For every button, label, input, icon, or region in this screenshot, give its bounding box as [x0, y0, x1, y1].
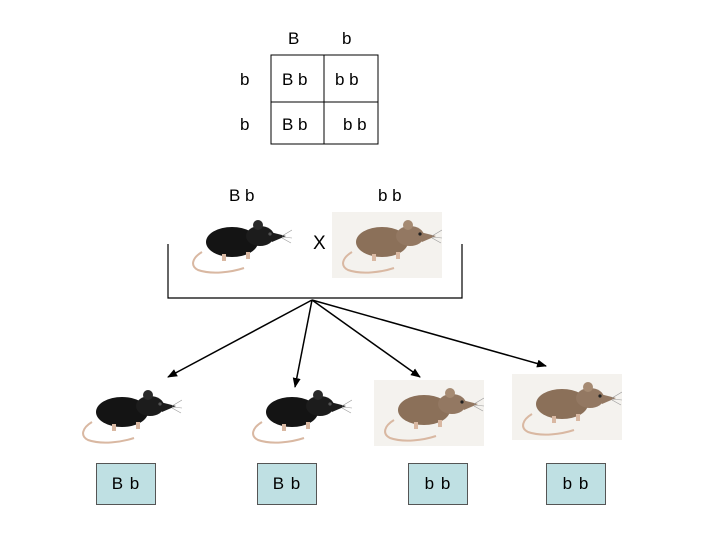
parent-left-genotype: B b	[229, 186, 255, 205]
offspring-4-genotype: b b	[546, 463, 606, 505]
cross-symbol: X	[313, 233, 326, 254]
parent-right-genotype: b b	[378, 186, 402, 205]
offspring-2-genotype: B b	[257, 463, 317, 505]
offspring-1-genotype: B b	[96, 463, 156, 505]
punnett-cell-1-2: b b	[335, 70, 359, 89]
brown-rat-offspring-4-image	[512, 374, 622, 440]
parent-bracket	[167, 244, 463, 299]
punnett-row-header-1: b	[240, 70, 250, 89]
black-rat-offspring-2-image	[252, 390, 352, 444]
brown-rat-offspring-3-image	[374, 380, 484, 446]
brown-rat-parent-image	[332, 212, 442, 278]
punnett-row-header-2: b	[240, 115, 250, 134]
punnett-cell-1-1: B b	[282, 70, 308, 89]
arrow-offspring-4	[311, 299, 547, 368]
arrow-offspring-2	[292, 299, 313, 388]
punnett-cell-2-1: B b	[282, 115, 308, 134]
offspring-3-genotype: b b	[408, 463, 468, 505]
arrow-offspring-3	[311, 299, 421, 378]
black-rat-offspring-1-image	[82, 390, 182, 444]
arrow-offspring-1	[167, 299, 313, 378]
punnett-col-header-2: b	[342, 29, 352, 48]
black-rat-parent-image	[192, 220, 292, 274]
punnett-col-header-1: B	[288, 29, 300, 48]
punnett-cell-2-2: b b	[343, 115, 367, 134]
